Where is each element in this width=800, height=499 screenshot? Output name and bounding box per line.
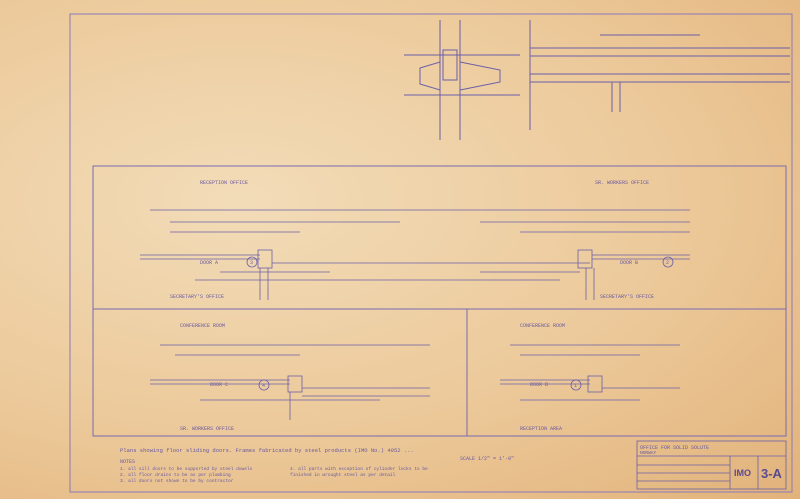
lower-right-band-frame: [466, 308, 787, 437]
door-a-number: 3: [250, 260, 253, 266]
notes-header: NOTES: [120, 459, 135, 465]
lower-left-title: CONFERENCE ROOM: [180, 323, 225, 329]
notes-caption: Plans showing floor sliding doors. Frame…: [120, 447, 414, 454]
upper-right-title: SR. WORKERS OFFICE: [595, 180, 649, 186]
lower-left-sub: SR. WORKERS OFFICE: [180, 426, 234, 432]
door-b-label: DOOR B: [620, 260, 638, 266]
note-1: 1. all sill doors to be supported by ste…: [120, 466, 253, 472]
door-c-marker: [258, 379, 270, 391]
door-a-marker: [246, 256, 258, 268]
note-3: 3. all doors not shown to be by contract…: [120, 478, 234, 484]
door-a-label: DOOR A: [200, 260, 218, 266]
door-d-label: DOOR D: [530, 382, 548, 388]
upper-left-sub: SECRETARY'S OFFICE: [170, 294, 224, 300]
door-d-marker: [570, 379, 582, 391]
note-4: 4. all parts with exception of cylinder …: [290, 466, 428, 472]
sheet-number: 3-A: [761, 466, 783, 481]
lower-right-sub: RECEPTION AREA: [520, 426, 562, 432]
door-d-number: 1: [574, 383, 577, 389]
upper-left-title: RECEPTION OFFICE: [200, 180, 248, 186]
title-block-line1: OFFICE FOR SOLID SOLUTE: [640, 445, 709, 451]
door-b-number: 2: [666, 260, 669, 266]
title-block: [636, 440, 787, 490]
title-block-line2: NORWAY: [640, 450, 657, 456]
upper-right-sub: SECRETARY'S OFFICE: [600, 294, 654, 300]
door-c-label: DOOR C: [210, 382, 228, 388]
upper-band-frame: [92, 165, 787, 310]
lower-right-title: CONFERENCE ROOM: [520, 323, 565, 329]
sheet-border: [69, 13, 793, 493]
sheet-prefix: IMO: [734, 468, 751, 478]
top-detail: [404, 20, 790, 140]
lower-left-band-frame: [92, 308, 468, 437]
note-2: 2. all floor drains to be as per plumbin…: [120, 472, 231, 478]
door-c-number: 4: [262, 383, 265, 389]
notes-scale: SCALE 1/2" = 1'-0": [460, 456, 514, 462]
note-5: finished in wrought steel as per detail: [290, 472, 396, 478]
door-b-marker: [662, 256, 674, 268]
